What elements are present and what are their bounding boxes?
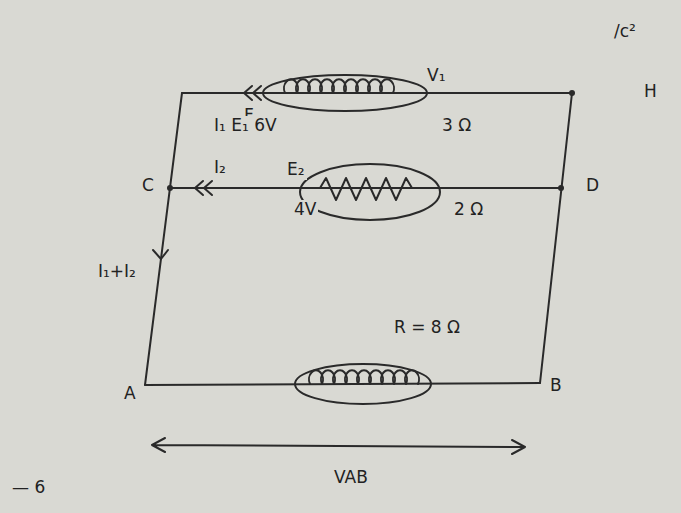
- circuit-label: 2 Ω: [452, 200, 485, 220]
- circuit-label: I₂: [212, 158, 228, 178]
- circuit-label: R = 8 Ω: [392, 318, 462, 338]
- left-wire: [145, 93, 182, 385]
- circuit-label: B: [548, 376, 564, 396]
- circuit-label: A: [122, 384, 138, 404]
- resistor-symbol: [284, 79, 394, 93]
- circuit-label: VAB: [332, 468, 370, 488]
- circuit-label: C: [140, 176, 156, 196]
- circle-mark: [295, 364, 431, 404]
- resistor-symbol: [320, 178, 412, 200]
- top-wire: [182, 92, 572, 94]
- current-arrow: [244, 86, 261, 100]
- circuit-label: 4V: [292, 200, 318, 220]
- right-wire: [540, 93, 572, 383]
- circuit-label: V₁: [425, 66, 447, 86]
- current-arrow: [195, 181, 212, 195]
- middle-wire: [170, 187, 561, 189]
- circuit-label: 3 Ω: [440, 116, 473, 136]
- circuit-label: /c²: [612, 22, 638, 42]
- junction-dot: [569, 90, 575, 96]
- circuit-label: I₁ E₁ 6V: [212, 116, 279, 136]
- junction-dot: [558, 185, 564, 191]
- junction-dot: [167, 185, 173, 191]
- resistor-symbol: [309, 370, 419, 384]
- bottom-wire: [145, 383, 540, 385]
- circuit-label: D: [584, 176, 601, 196]
- current-arrow: [153, 250, 168, 259]
- circuit-label: H: [642, 82, 659, 102]
- circuit-label: — 6: [10, 478, 47, 498]
- circle-mark: [300, 164, 440, 220]
- circuit-label: I₁+I₂: [96, 262, 138, 282]
- circle-mark: [263, 75, 427, 111]
- circuit-label: E₂: [285, 160, 307, 180]
- voltage-arrow: [152, 438, 525, 454]
